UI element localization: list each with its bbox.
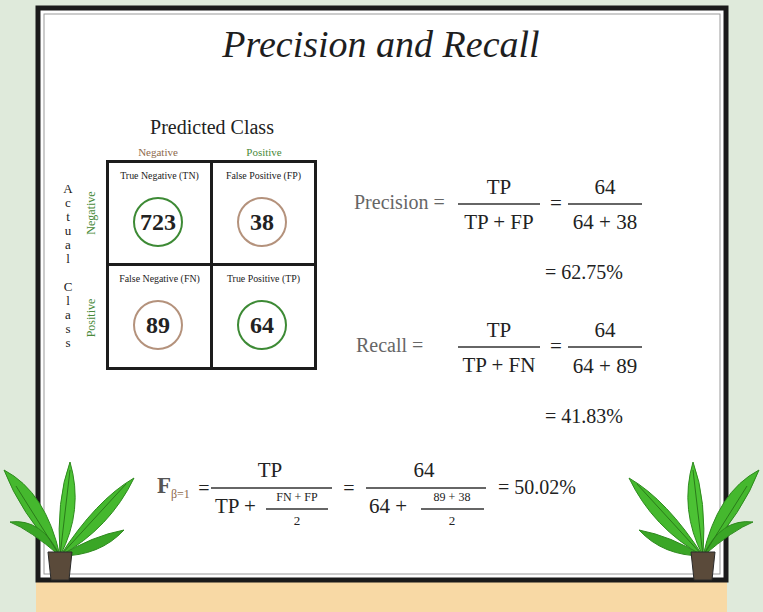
- formula-term: 2: [294, 514, 301, 529]
- formula-term: TP +: [215, 494, 256, 518]
- formula-result: = 50.02%: [498, 476, 576, 499]
- count-circle: 89: [133, 300, 183, 350]
- matrix-cell: True Negative (TN) 723: [106, 160, 213, 267]
- formula-term: 64: [595, 175, 616, 199]
- formula-sign: =: [343, 477, 354, 500]
- count-circle: 723: [133, 197, 183, 247]
- formula-term: 64 +: [369, 494, 407, 518]
- formula-term: 64 + 38: [573, 210, 637, 234]
- formula-term: FN + FP: [276, 491, 317, 505]
- board-inner-frame: [44, 14, 720, 574]
- formula-term: TP: [258, 458, 283, 482]
- class-label: Positive: [246, 146, 281, 159]
- count-number: 89: [146, 312, 170, 339]
- cell-label: False Negative (FN): [109, 266, 210, 284]
- formula-sign: =: [198, 477, 209, 500]
- metric-subscript: β=1: [171, 488, 190, 502]
- formula-term: TP + FP: [464, 210, 533, 234]
- count-number: 723: [140, 209, 176, 236]
- floor-bar: [36, 580, 727, 612]
- matrix-cell: False Negative (FN) 89: [106, 263, 213, 370]
- count-number: 64: [250, 312, 274, 339]
- formula-term: 64 + 89: [573, 354, 637, 378]
- count-circle: 64: [237, 300, 287, 350]
- formula-term: 89 + 38: [434, 491, 471, 505]
- matrix-cell: True Positive (TP) 64: [210, 263, 317, 370]
- board-frame: [38, 8, 726, 580]
- metric-name: F: [157, 473, 171, 499]
- cell-label: True Negative (TN): [109, 163, 210, 181]
- formula-term: TP + FN: [463, 353, 536, 377]
- class-label: Negative: [85, 191, 99, 234]
- plant-left: [4, 462, 134, 580]
- class-label: Positive: [85, 299, 99, 338]
- count-circle: 38: [237, 197, 287, 247]
- formula-term: 2: [449, 514, 456, 529]
- formula-result: = 62.75%: [545, 261, 623, 284]
- formula-term: 64: [414, 458, 435, 482]
- class-label: Negative: [138, 146, 178, 159]
- cell-label: False Positive (FP): [213, 163, 314, 181]
- formula-sign: =: [550, 191, 562, 215]
- formula-term: TP: [487, 318, 512, 342]
- cell-label: True Positive (TP): [213, 266, 314, 284]
- formula-term: TP: [487, 175, 512, 199]
- formula-term: 64: [595, 318, 616, 342]
- formula-result: = 41.83%: [545, 405, 623, 428]
- axis-title: Actual Class: [62, 182, 75, 350]
- axis-title: Predicted Class: [150, 116, 274, 139]
- metric-name: Precision =: [354, 191, 445, 214]
- title: Precision and Recall: [222, 23, 539, 67]
- formula-sign: =: [550, 334, 562, 358]
- metric-name: Recall =: [356, 334, 423, 357]
- matrix-cell: False Positive (FP) 38: [210, 160, 317, 267]
- count-number: 38: [250, 209, 274, 236]
- plant-right: [629, 462, 759, 580]
